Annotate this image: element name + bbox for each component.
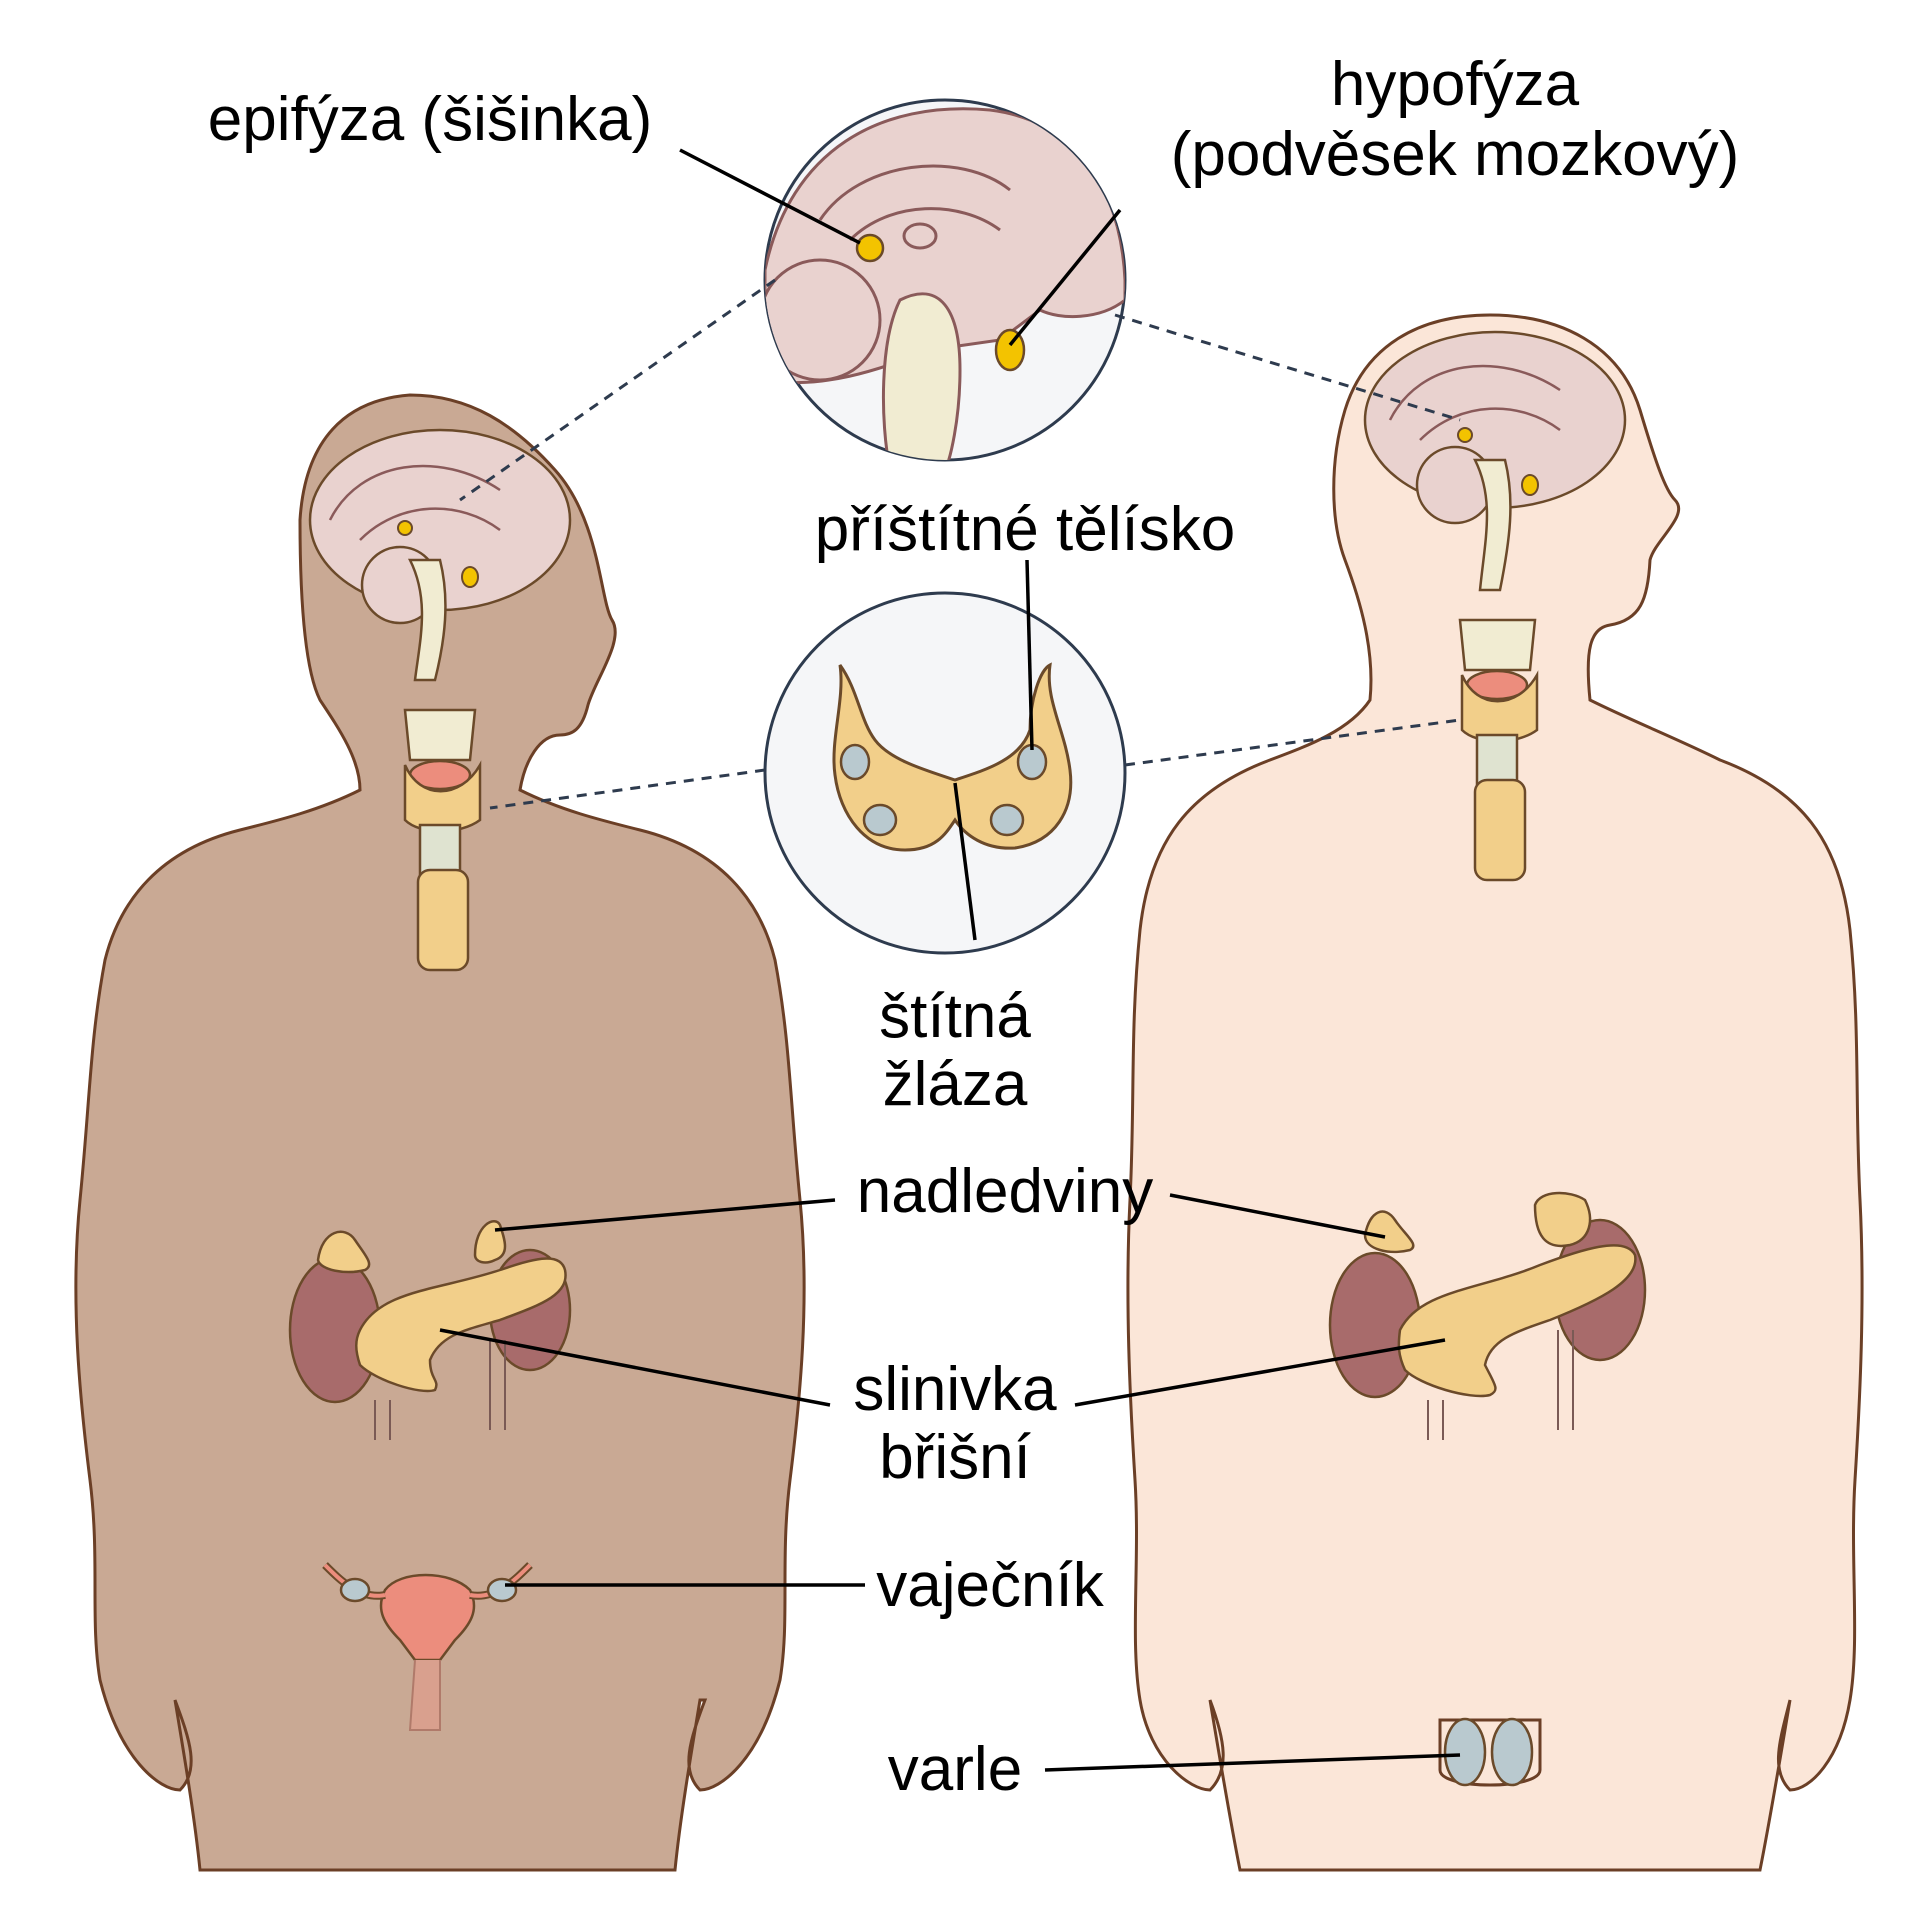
thyroid-label-line2: žláza xyxy=(883,1050,1028,1119)
pancreas-label-line1: slinivka xyxy=(853,1355,1057,1424)
female-pituitary-gland xyxy=(461,566,479,588)
parathyroid-label: příštítné tělísko xyxy=(815,495,1235,564)
pituitary-label-line2: (podvěsek mozkový) xyxy=(1171,120,1740,189)
thyroid-label-line1: štítná xyxy=(879,982,1031,1051)
male-reproductive-organs xyxy=(1438,1717,1542,1787)
male-pancreas xyxy=(1397,1244,1637,1398)
pituitary-label-line1: hypofýza xyxy=(1331,50,1580,119)
thyroid-inset xyxy=(763,591,1127,955)
pancreas-label-line2: břišní xyxy=(879,1423,1031,1492)
female-adrenal-right xyxy=(473,1220,507,1264)
female-brain xyxy=(308,428,572,682)
female-figure xyxy=(74,393,806,1872)
male-pituitary-gland xyxy=(1521,474,1539,496)
testis-label: varle xyxy=(888,1735,1022,1804)
female-reproductive-organs xyxy=(322,1562,533,1731)
male-pineal-gland xyxy=(1457,427,1473,443)
female-pineal-gland xyxy=(397,520,413,536)
female-adrenal-left xyxy=(316,1230,371,1274)
pituitary-gland-magnified xyxy=(994,328,1026,372)
parathyroid-4 xyxy=(989,803,1025,837)
pineal-label: epifýza (šišinka) xyxy=(208,85,652,154)
pineal-gland-magnified xyxy=(855,233,885,263)
male-abdominal-organs xyxy=(1328,1191,1647,1440)
parathyroid-2 xyxy=(1016,743,1048,781)
brain-inset xyxy=(763,98,1127,462)
male-testis-left xyxy=(1443,1717,1487,1787)
female-neck-glands xyxy=(403,708,482,972)
female-pancreas xyxy=(355,1257,567,1393)
male-adrenal-left xyxy=(1363,1210,1415,1254)
ovary-label: vaječník xyxy=(876,1551,1104,1620)
female-abdominal-organs xyxy=(288,1220,572,1440)
leader-lines xyxy=(439,148,1461,1772)
male-thymus xyxy=(1473,778,1527,882)
male-figure xyxy=(1126,313,1864,1872)
female-uterus xyxy=(379,1573,476,1662)
male-testis-right xyxy=(1490,1717,1534,1787)
thyroid-gland-magnified xyxy=(832,662,1073,852)
labels: epifýza (šišinka) hypofýza (podvěsek moz… xyxy=(208,50,1740,1804)
female-ovary-left xyxy=(339,1577,371,1603)
male-brain xyxy=(1363,330,1627,592)
female-ovary-right xyxy=(486,1577,518,1603)
parathyroid-1 xyxy=(839,743,871,781)
male-adrenal-right xyxy=(1533,1191,1592,1248)
male-neck-glands xyxy=(1458,618,1539,882)
inset-connectors xyxy=(459,278,1461,810)
adrenal-label: nadledviny xyxy=(857,1157,1153,1226)
female-body-silhouette xyxy=(74,393,806,1872)
parathyroid-3 xyxy=(862,803,898,837)
female-thymus xyxy=(416,868,470,972)
male-body-silhouette xyxy=(1126,313,1864,1872)
